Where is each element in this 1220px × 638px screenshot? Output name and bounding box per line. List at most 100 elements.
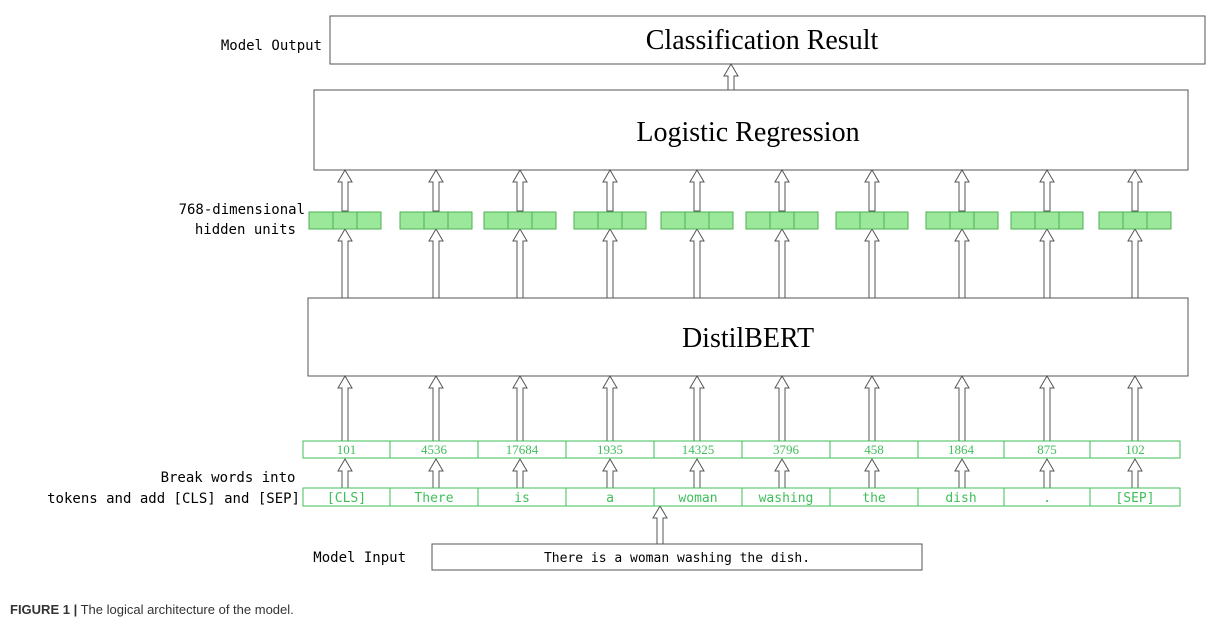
hidden-unit-cell: [835, 211, 861, 230]
hidden-unit-cell: [399, 211, 425, 230]
token-text: [CLS]: [327, 491, 366, 506]
tokens-row: [CLS] There is a woman washing the dish. [SEP]: [302, 487, 1181, 507]
token-ids-row: 101 4536 17684 1935 14325 3796 458 1864 875 102: [302, 440, 1181, 459]
hidden-unit-cell: [447, 211, 473, 230]
hidden-units-label-line2: hidden units: [195, 222, 296, 238]
arrow-ids-to-distilbert: [1127, 375, 1143, 442]
hidden-unit-cell: [1034, 211, 1060, 230]
arrow-ids-to-distilbert: [337, 375, 353, 442]
token-id-text: 101: [337, 442, 357, 457]
arrow-tokens-to-ids: [689, 458, 705, 489]
arrow-ids-to-distilbert: [864, 375, 880, 442]
arrow-tokens-to-ids: [774, 458, 790, 489]
distilbert-text: DistilBERT: [682, 323, 814, 354]
arrow-distilbert-to-hidden: [512, 228, 528, 299]
hidden-unit-cell: [507, 211, 533, 230]
arrow-distilbert-to-hidden: [954, 228, 970, 299]
hidden-unit-cell: [483, 211, 509, 230]
arrow-distilbert-to-hidden: [337, 228, 353, 299]
figure-caption-text: The logical architecture of the model.: [80, 602, 294, 617]
arrow-distilbert-to-hidden: [428, 228, 444, 299]
hidden-units-label-line1: 768-dimensional: [179, 202, 305, 218]
hidden-unit-cell: [621, 211, 647, 230]
classification-result-box: [329, 15, 1206, 65]
arrow-distilbert-to-hidden: [864, 228, 880, 299]
arrow-hidden-to-logistic: [337, 169, 353, 212]
hidden-unit-cell: [423, 211, 449, 230]
break-words-label-line1: Break words into: [161, 470, 296, 486]
token-text: woman: [678, 491, 717, 506]
arrow-tokens-to-ids: [337, 458, 353, 489]
arrow-distilbert-to-hidden: [689, 228, 705, 299]
distilbert-box: [307, 297, 1189, 377]
hidden-unit-cell: [1146, 211, 1172, 230]
hidden-unit-cell: [883, 211, 909, 230]
arrow-hidden-to-logistic: [689, 169, 705, 212]
arrow-ids-to-distilbert: [689, 375, 705, 442]
hidden-unit-cell: [925, 211, 951, 230]
hidden-units-row: [308, 211, 1172, 230]
arrow-tokens-to-ids: [864, 458, 880, 489]
hidden-unit-cell: [859, 211, 885, 230]
hidden-unit-cell: [1098, 211, 1124, 230]
arrow-ids-to-distilbert: [774, 375, 790, 442]
token-id-text: 3796: [773, 442, 800, 457]
arrow-distilbert-to-hidden: [774, 228, 790, 299]
arrow-tokens-to-ids: [512, 458, 528, 489]
model-input-label: Model Input: [313, 550, 406, 566]
hidden-unit-cell: [1058, 211, 1084, 230]
token-id-cell: [1089, 440, 1181, 459]
token-text: washing: [759, 491, 814, 506]
hidden-unit-cell: [1010, 211, 1036, 230]
arrow-distilbert-to-hidden: [1039, 228, 1055, 299]
arrow-distilbert-to-hidden: [1127, 228, 1143, 299]
hidden-unit-cell: [356, 211, 382, 230]
token-id-text: 458: [864, 442, 884, 457]
arrow-hidden-to-logistic: [1039, 169, 1055, 212]
arrow-tokens-to-ids: [428, 458, 444, 489]
hidden-unit-cell: [573, 211, 599, 230]
arrow-ids-to-distilbert: [428, 375, 444, 442]
token-id-text: 1935: [597, 442, 623, 457]
token-text: is: [514, 491, 530, 506]
token-id-text: 4536: [421, 442, 448, 457]
input-sentence-text: There is a woman washing the dish.: [544, 551, 810, 566]
hidden-unit-cell: [332, 211, 358, 230]
token-text: [SEP]: [1115, 491, 1154, 506]
token-id-text: 14325: [682, 442, 715, 457]
arrow-logistic-to-output: [723, 63, 739, 91]
hidden-unit-cell: [1122, 211, 1148, 230]
model-output-label: Model Output: [221, 38, 322, 54]
arrow-tokens-to-ids: [1039, 458, 1055, 489]
hidden-unit-cell: [708, 211, 734, 230]
arrow-input-to-tokens: [652, 505, 668, 545]
token-text: dish: [945, 491, 976, 506]
arrow-ids-to-distilbert: [602, 375, 618, 442]
hidden-unit-cell: [531, 211, 557, 230]
token-id-text: 875: [1037, 442, 1057, 457]
break-words-label-line2: tokens and add [CLS] and [SEP]: [47, 491, 300, 507]
hidden-unit-cell: [745, 211, 771, 230]
hidden-unit-cell: [660, 211, 686, 230]
arrow-tokens-to-ids: [1127, 458, 1143, 489]
token-id-text: 1864: [948, 442, 975, 457]
arrow-hidden-to-logistic: [954, 169, 970, 212]
input-sentence-box: [431, 543, 923, 571]
token-text: a: [606, 491, 614, 506]
hidden-unit-cell: [973, 211, 999, 230]
arrow-ids-to-distilbert: [1039, 375, 1055, 442]
token-id-text: 102: [1125, 442, 1145, 457]
hidden-unit-cell: [684, 211, 710, 230]
token-cell: [1089, 487, 1181, 507]
arrow-hidden-to-logistic: [602, 169, 618, 212]
figure-caption-label: FIGURE 1 |: [10, 602, 78, 617]
token-id-text: 17684: [506, 442, 539, 457]
token-text: the: [862, 491, 886, 506]
hidden-unit-cell: [949, 211, 975, 230]
token-text: There: [414, 491, 453, 506]
arrow-ids-to-distilbert: [512, 375, 528, 442]
token-text: .: [1043, 491, 1051, 506]
arrow-ids-to-distilbert: [954, 375, 970, 442]
figure-caption: FIGURE 1 | The logical architecture of t…: [10, 602, 294, 617]
